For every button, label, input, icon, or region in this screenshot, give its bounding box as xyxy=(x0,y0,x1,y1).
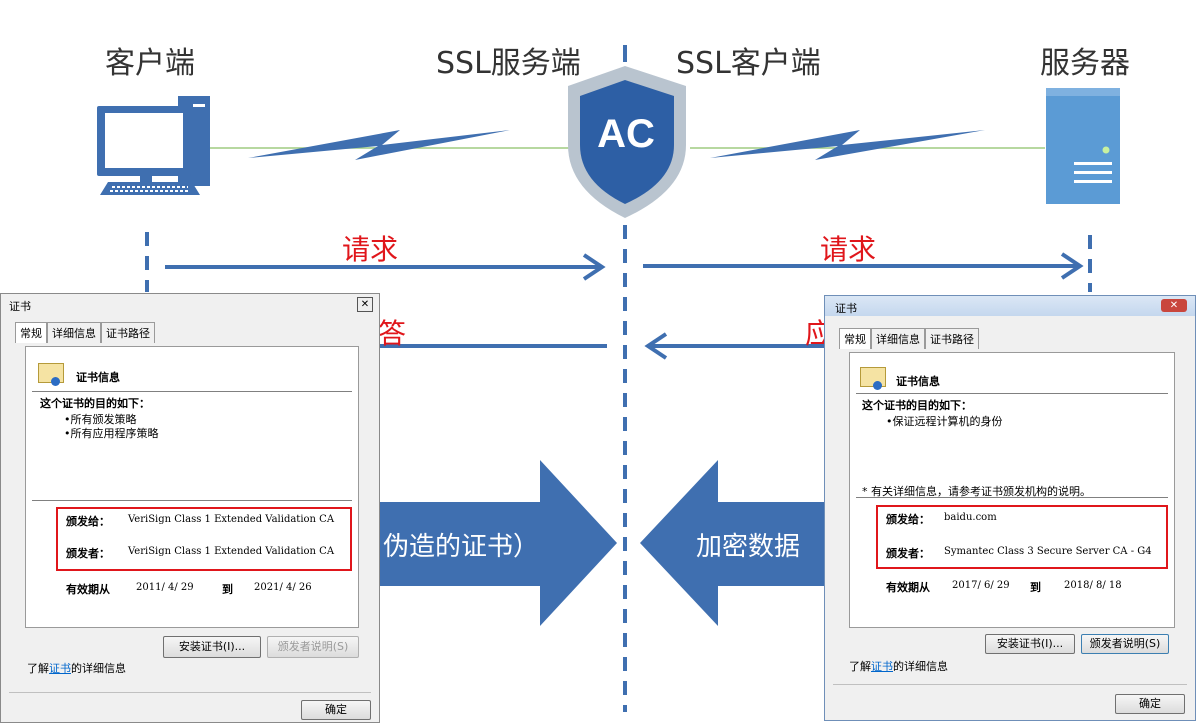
highlight-box xyxy=(876,505,1168,569)
footer-divider xyxy=(9,692,371,693)
issued-by-value: VeriSign Class 1 Extended Validation CA xyxy=(128,546,335,557)
cert-right-tabs: 常规详细信息证书路径 xyxy=(839,328,979,349)
learn-prefix: 了解 xyxy=(849,660,871,673)
issuer-statement-button[interactable]: 颁发者说明(S) xyxy=(1081,634,1169,654)
valid-to-word: 到 xyxy=(222,583,233,596)
issued-by-label: 颁发者： xyxy=(886,547,930,560)
valid-to: 2021/ 4/ 26 xyxy=(254,582,312,593)
encrypted-data-label: 加密数据 xyxy=(696,532,801,562)
tab-cert-path[interactable]: 证书路径 xyxy=(925,328,979,349)
lightning-bolt-left xyxy=(248,130,510,160)
server-header: 服务器 xyxy=(1040,46,1130,81)
purpose-heading: 这个证书的目的如下： xyxy=(862,399,972,412)
divider xyxy=(856,497,1168,498)
footer-divider xyxy=(833,684,1187,685)
cert-right-titlebar: 证书 ✕ xyxy=(825,296,1195,316)
cert-right-title: 证书 xyxy=(835,302,857,315)
cert-info-title: 证书信息 xyxy=(896,375,940,388)
issued-by-value: Symantec Class 3 Secure Server CA - G4 xyxy=(944,546,1152,557)
validity-label: 有效期从 xyxy=(66,583,110,596)
tab-cert-path[interactable]: 证书路径 xyxy=(101,322,155,343)
purpose-heading: 这个证书的目的如下： xyxy=(40,397,150,410)
client-computer-icon xyxy=(97,96,210,195)
install-cert-button[interactable]: 安装证书(I)... xyxy=(985,634,1075,654)
cert-info-title: 证书信息 xyxy=(76,371,120,384)
request-label-left: 请求 xyxy=(342,233,399,266)
response-label-left: 答 xyxy=(378,317,407,350)
validity-label: 有效期从 xyxy=(886,581,930,594)
divider xyxy=(32,391,352,392)
valid-to-word: 到 xyxy=(1030,581,1041,594)
cert-left-titlebar: 证书 ✕ xyxy=(1,294,379,314)
cert-dialog-right: 证书 ✕ 常规详细信息证书路径 证书信息 这个证书的目的如下： •保证远程计算机… xyxy=(824,295,1196,721)
learn-prefix: 了解 xyxy=(27,662,49,675)
purpose-item: •保证远程计算机的身份 xyxy=(886,415,1003,428)
highlight-box xyxy=(56,507,352,571)
learn-suffix: 的详细信息 xyxy=(71,662,126,675)
request-arrow-left xyxy=(165,253,606,281)
certificate-icon xyxy=(860,367,886,390)
client-header: 客户端 xyxy=(105,46,195,81)
issued-to-value: VeriSign Class 1 Extended Validation CA xyxy=(128,514,335,525)
learn-more-text: 了解证书的详细信息 xyxy=(27,660,126,676)
purpose-item: •所有颁发策略 xyxy=(64,413,137,426)
request-arrow-right xyxy=(643,252,1084,280)
tab-general[interactable]: 常规 xyxy=(15,322,47,343)
cert-left-title: 证书 xyxy=(9,300,31,313)
issuer-statement-button[interactable]: 颁发者说明(S) xyxy=(267,636,359,658)
ac-gateway-shield-icon xyxy=(568,66,686,218)
purpose-item: •所有应用程序策略 xyxy=(64,427,159,440)
server-icon xyxy=(1046,88,1120,204)
close-button[interactable]: ✕ xyxy=(1161,299,1187,312)
cert-link[interactable]: 证书 xyxy=(871,660,893,673)
tab-details[interactable]: 详细信息 xyxy=(47,322,101,343)
tab-general[interactable]: 常规 xyxy=(839,328,871,349)
issued-to-label: 颁发给： xyxy=(66,515,110,528)
response-arrow-right xyxy=(644,332,830,360)
request-label-right: 请求 xyxy=(820,233,877,266)
certificate-icon xyxy=(38,363,64,386)
ok-button[interactable]: 确定 xyxy=(301,700,371,720)
close-button[interactable]: ✕ xyxy=(357,297,373,312)
issued-to-value: baidu.com xyxy=(944,512,997,523)
cert-link[interactable]: 证书 xyxy=(49,662,71,675)
tab-details[interactable]: 详细信息 xyxy=(871,328,925,349)
details-note: * 有关详细信息，请参考证书颁发机构的说明。 xyxy=(862,485,1091,498)
fake-cert-block-arrow xyxy=(360,460,617,626)
fake-cert-label: 伪造的证书） xyxy=(383,532,540,562)
learn-suffix: 的详细信息 xyxy=(893,660,948,673)
cert-left-tabs: 常规详细信息证书路径 xyxy=(15,322,155,343)
ok-button[interactable]: 确定 xyxy=(1115,694,1185,714)
valid-to: 2018/ 8/ 18 xyxy=(1064,580,1122,591)
ssl-client-header: SSL客户端 xyxy=(676,46,821,81)
issued-to-label: 颁发给： xyxy=(886,513,930,526)
issued-by-label: 颁发者： xyxy=(66,547,110,560)
learn-more-text: 了解证书的详细信息 xyxy=(849,658,948,674)
lightning-bolt-right xyxy=(710,130,985,160)
ssl-server-header: SSL服务端 xyxy=(436,46,581,81)
install-cert-button[interactable]: 安装证书(I)... xyxy=(163,636,261,658)
cert-dialog-left: 证书 ✕ 常规详细信息证书路径 证书信息 这个证书的目的如下： •所有颁发策略 … xyxy=(0,293,380,723)
valid-from: 2017/ 6/ 29 xyxy=(952,580,1010,591)
divider xyxy=(856,393,1168,394)
divider xyxy=(32,500,352,501)
ac-logo-text: AC xyxy=(597,112,655,156)
valid-from: 2011/ 4/ 29 xyxy=(136,582,194,593)
cert-right-panel: 证书信息 这个证书的目的如下： •保证远程计算机的身份 * 有关详细信息，请参考… xyxy=(849,352,1175,628)
encrypted-data-block-arrow xyxy=(640,460,830,626)
cert-left-panel: 证书信息 这个证书的目的如下： •所有颁发策略 •所有应用程序策略 颁发给： V… xyxy=(25,346,359,628)
